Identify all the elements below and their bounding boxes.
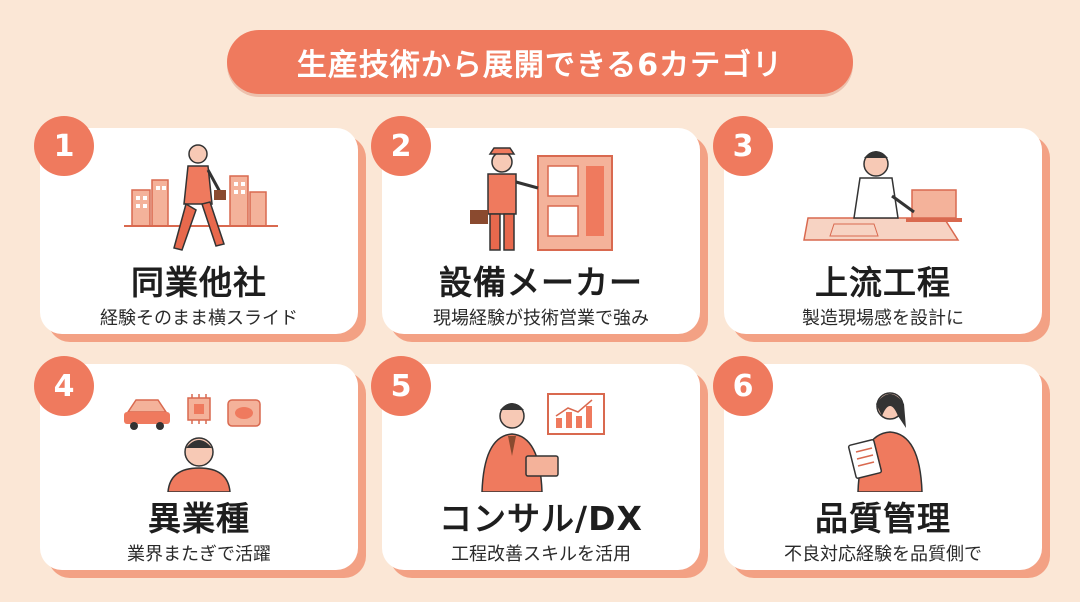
category-badge-1: 1: [34, 116, 94, 176]
category-title-4: 異業種: [148, 499, 250, 538]
category-subtitle-3: 製造現場感を設計に: [802, 308, 964, 329]
category-badge-2: 2: [371, 116, 431, 176]
person-car-chip-food-icon: [124, 394, 261, 492]
inspector-clipboard-icon: [847, 392, 923, 492]
category-title-3: 上流工程: [815, 263, 951, 302]
category-badge-6: 6: [713, 356, 773, 416]
category-badge-4: 4: [34, 356, 94, 416]
category-card-4: 異業種 業界またぎで活躍: [40, 364, 358, 570]
category-title-5: コンサル/DX: [439, 499, 643, 538]
category-badge-3: 3: [713, 116, 773, 176]
category-title-2: 設備メーカー: [439, 263, 643, 302]
category-card-6: 品質管理 不良対応経験を品質側で: [724, 364, 1042, 570]
category-subtitle-1: 経験そのまま横スライド: [100, 308, 298, 329]
category-subtitle-5: 工程改善スキルを活用: [451, 544, 631, 565]
category-card-1: 同業他社 経験そのまま横スライド: [40, 128, 358, 334]
consultant-tablet-chart-icon: [481, 393, 605, 492]
category-title-6: 品質管理: [815, 499, 951, 538]
category-title-1: 同業他社: [131, 263, 267, 302]
category-badge-5: 5: [371, 356, 431, 416]
category-subtitle-6: 不良対応経験を品質側で: [784, 544, 982, 565]
category-card-5: コンサル/DX 工程改善スキルを活用: [382, 364, 700, 570]
category-card-3: 上流工程 製造現場感を設計に: [724, 128, 1042, 334]
engineer-laptop-blueprint-icon: [803, 151, 962, 241]
walking-businessman-city-icon: [124, 144, 278, 251]
page-title: 生産技術から展開できる6カテゴリ: [227, 30, 853, 94]
worker-machine-icon: [470, 147, 613, 251]
category-subtitle-2: 現場経験が技術営業で強み: [433, 308, 649, 329]
category-card-2: 設備メーカー 現場経験が技術営業で強み: [382, 128, 700, 334]
category-subtitle-4: 業界またぎで活躍: [127, 544, 271, 565]
